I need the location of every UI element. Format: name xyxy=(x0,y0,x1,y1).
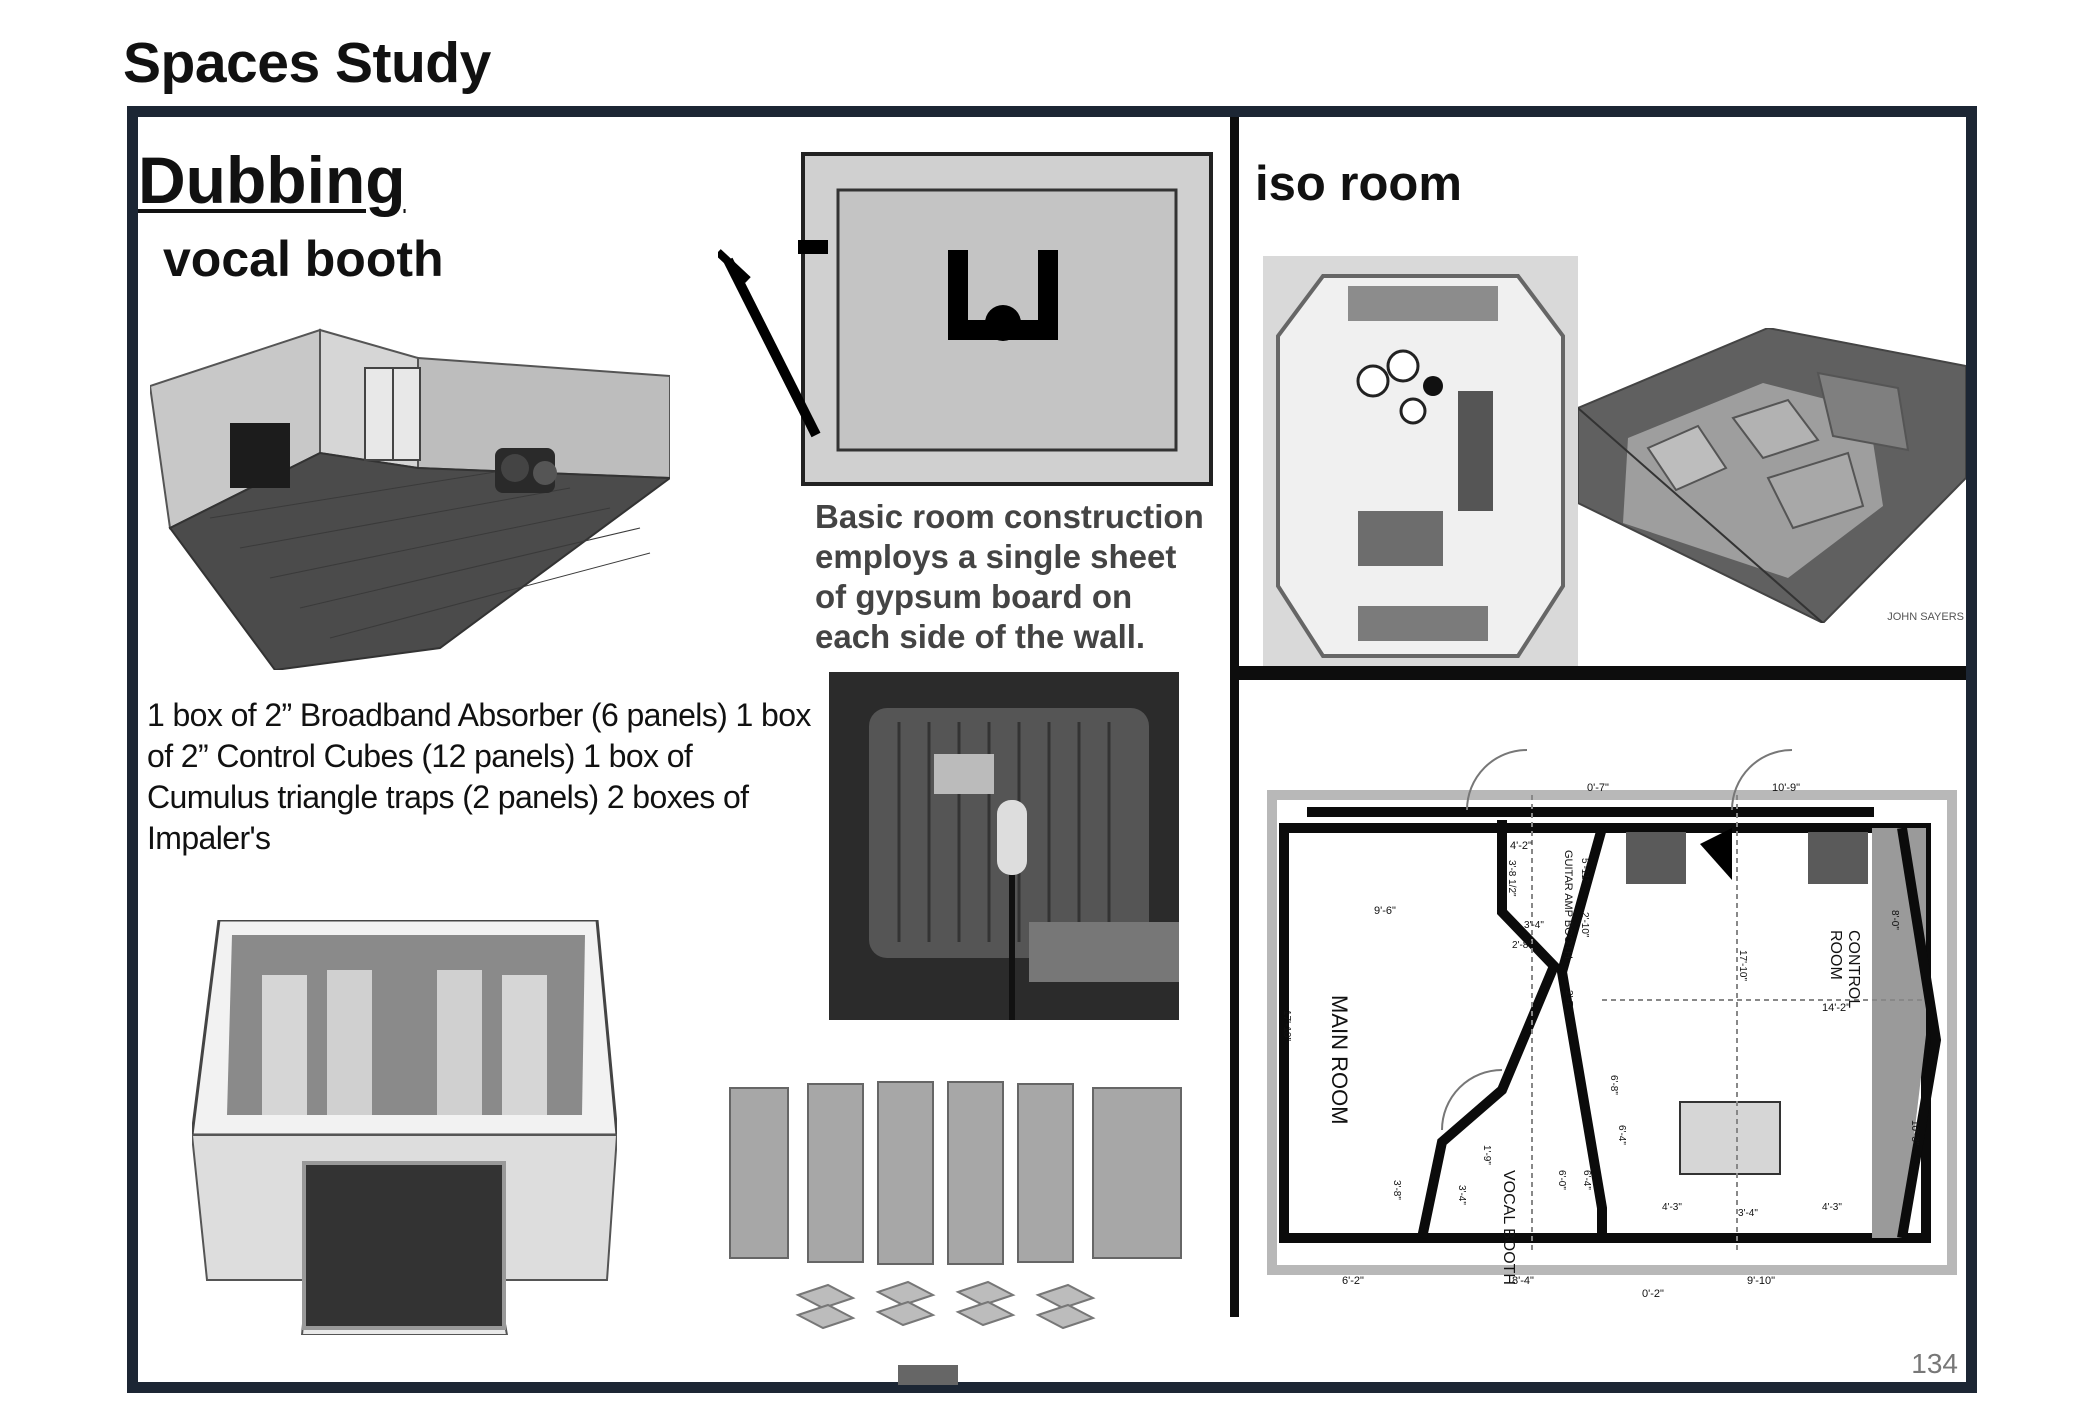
dim-label-5-11: 5'-11" xyxy=(1579,858,1590,883)
dim-label-8-0: 8'-0" xyxy=(1889,910,1900,930)
dim-label-6-8: 6'-8" xyxy=(1608,1075,1619,1095)
dim-label-3-4-lower: 3'-4" xyxy=(1456,1185,1467,1205)
dim-label-8-4: 8'-4" xyxy=(1512,1275,1534,1287)
horizontal-divider xyxy=(1239,666,1966,680)
dim-label-14-2: 14'-2" xyxy=(1822,1002,1851,1014)
dim-label-4-3-right: 4'-3" xyxy=(1822,1202,1842,1213)
dim-label-6-4-lower: 6'-4" xyxy=(1581,1170,1592,1190)
studio-floor-plan: MAIN ROOM CONTROL ROOM VOCAL BOOTH GUITA… xyxy=(1262,740,1962,1305)
vocal-booth-subheading: vocal booth xyxy=(163,231,444,287)
iso-room-topdown-render xyxy=(1263,256,1578,666)
vocal-booth-photo xyxy=(829,672,1179,1020)
dim-label-17-10-center: 17'-10" xyxy=(1737,950,1748,982)
dim-label-0-7: 0'-7" xyxy=(1587,782,1609,794)
control-room-label: CONTROL ROOM xyxy=(1827,930,1862,1008)
booth-plan-image xyxy=(718,140,1218,488)
dim-label-4-3-left: 4'-3" xyxy=(1662,1202,1682,1213)
dim-label-10-3: 10'-3" xyxy=(1909,1120,1920,1146)
dim-label-1-9: 1'-9" xyxy=(1481,1145,1492,1165)
dim-label-9-6: 9'-6" xyxy=(1374,905,1396,917)
dim-label-9-10: 9'-10" xyxy=(1747,1275,1776,1287)
vertical-divider xyxy=(1230,117,1239,1317)
dim-label-3-4-upper: 3'-4" xyxy=(1524,920,1544,931)
content-frame xyxy=(127,106,1977,1393)
dim-label-6-4-upper: 6'-4" xyxy=(1616,1125,1627,1145)
main-room-label: MAIN ROOM xyxy=(1327,995,1352,1125)
dim-label-3-4-bottom: 3'-4" xyxy=(1738,1208,1758,1219)
dim-label-2-8: 2'-8" xyxy=(1512,940,1532,951)
materials-list: 1 box of 2” Broadband Absorber (6 panels… xyxy=(147,697,811,856)
dim-label-10-9: 10'-9" xyxy=(1772,782,1801,794)
iso-room-heading: iso room xyxy=(1255,157,1462,211)
render-credit: JOHN SAYERS xyxy=(1887,611,1964,623)
construction-caption: Basic room construction employs a single… xyxy=(815,498,1204,655)
page-number: 134 xyxy=(1911,1348,1958,1379)
dim-label-3-8: 3'-8" xyxy=(1391,1180,1402,1200)
room-render-image xyxy=(150,318,670,670)
guitar-amp-booth-label: GUITAR AMP BOOTH xyxy=(1562,850,1574,959)
vocal-booth-label: VOCAL BOOTH xyxy=(1500,1170,1517,1285)
dubbing-heading: Dubbing xyxy=(138,143,406,217)
page-title: Spaces Study xyxy=(123,31,491,95)
dim-label-2-10: 2'-10" xyxy=(1579,912,1590,938)
dim-label-3-8-half: 3'-8 1/2" xyxy=(1506,860,1517,897)
dim-label-6-2: 6'-2" xyxy=(1342,1275,1364,1287)
dim-label-6-0: 6'-0" xyxy=(1556,1170,1567,1190)
booth-render-image xyxy=(192,920,617,1335)
dim-label-2-7: 2'-7" xyxy=(1563,990,1574,1010)
dim-label-0-2: 0'-2" xyxy=(1642,1288,1664,1300)
iso-room-3d-render: JOHN SAYERS xyxy=(1578,328,1966,623)
acoustic-panels-image xyxy=(728,1080,1183,1385)
dim-label-4-2: 4'-2" xyxy=(1510,840,1532,852)
dim-label-17-10-left: 17'-10" xyxy=(1281,1010,1292,1042)
